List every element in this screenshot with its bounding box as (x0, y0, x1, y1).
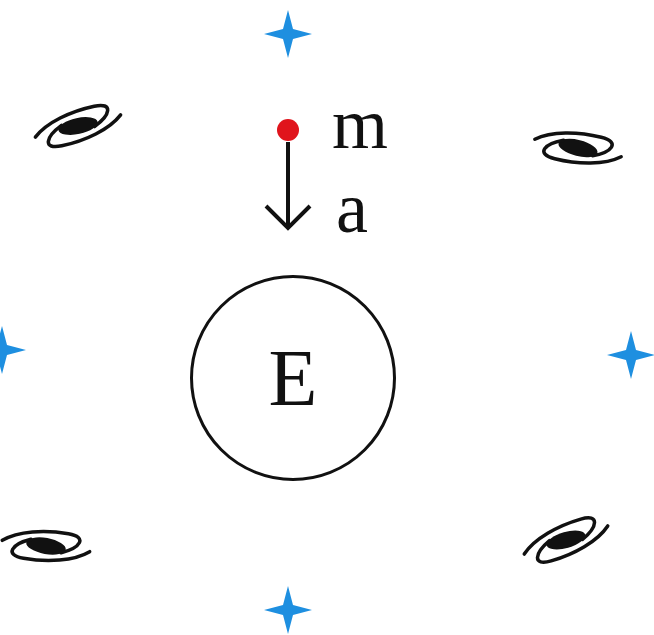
galaxy-symbol (32, 101, 125, 151)
star-symbol (264, 586, 312, 634)
circle-outline (192, 277, 395, 480)
galaxy-symbol (519, 512, 612, 567)
star-symbol (607, 331, 654, 379)
earth-circle: E (190, 275, 396, 481)
node-text: E (269, 338, 318, 418)
galaxy-symbol (0, 523, 92, 570)
star-symbol (0, 326, 26, 374)
mass-dot (277, 119, 299, 141)
mass-label: m (332, 88, 388, 160)
acceleration-arrow (286, 142, 290, 228)
acceleration-label: a (336, 172, 368, 244)
star-symbol (264, 10, 312, 58)
acceleration-arrowhead (266, 206, 310, 228)
galaxy-symbol (531, 122, 624, 174)
